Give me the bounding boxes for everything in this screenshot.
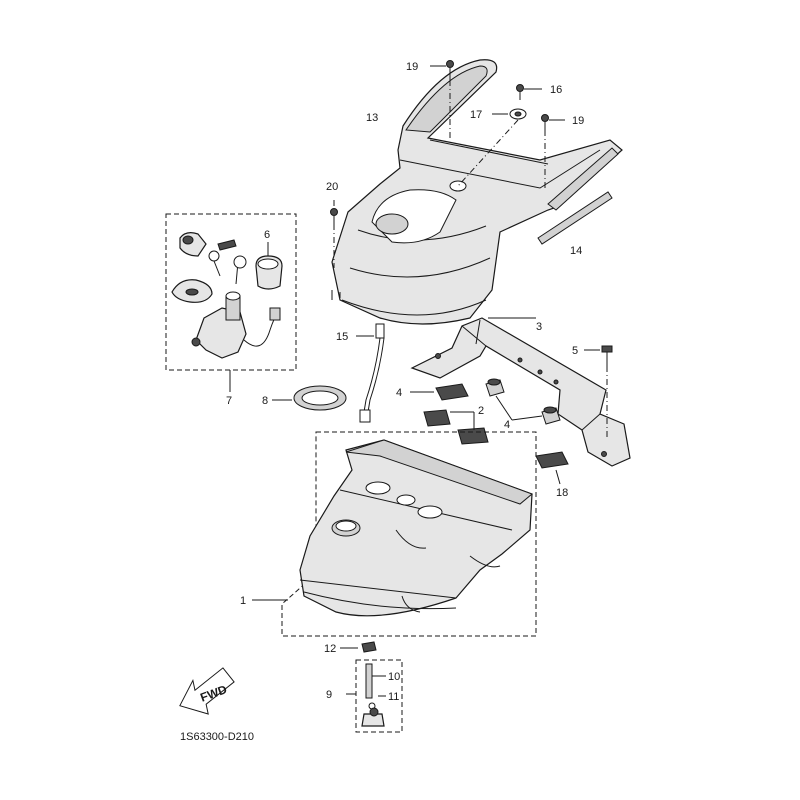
- fwd-arrow-icon: FWD: [179, 667, 235, 715]
- callout-2: 2: [478, 405, 484, 417]
- part-7-lock-set: [165, 213, 297, 392]
- part-9-ring: [272, 385, 347, 411]
- callout-6: 4: [504, 419, 510, 431]
- part-20-bolt: [330, 200, 338, 268]
- part-3-bracket: [410, 317, 631, 467]
- callout-4-bottom: 18: [556, 487, 568, 499]
- callout-7: 7: [226, 395, 232, 407]
- callout-1: 1: [240, 595, 246, 607]
- callout-16: 15: [336, 331, 348, 343]
- callout-9: 8: [262, 395, 268, 407]
- callout-8: 6: [264, 229, 270, 241]
- part-15-bar: [537, 191, 613, 245]
- part-16-hose: [356, 323, 385, 423]
- part-17-bolt: [516, 84, 542, 100]
- part-19-bolt-top: [430, 60, 454, 138]
- callout-19-right: 19: [572, 115, 584, 127]
- callout-4-top: 4: [396, 387, 402, 399]
- callout-3: 3: [536, 321, 542, 333]
- callout-17: 16: [550, 84, 562, 96]
- part-19-bolt-right: [541, 114, 565, 190]
- callout-14: 13: [366, 112, 378, 124]
- part-14-cover-frame: [331, 59, 623, 325]
- part-4-damper-bottom: [535, 451, 569, 485]
- part-5-bolt: [584, 345, 613, 440]
- part-13-clamp: [340, 641, 377, 653]
- callout-19-top: 19: [406, 61, 418, 73]
- part-10-fuel-cock-set: [346, 659, 403, 733]
- callout-20: 20: [326, 181, 338, 193]
- callout-15: 14: [570, 245, 582, 257]
- part-6-grommet-pair: [485, 378, 561, 425]
- part-4-damper-top: [410, 383, 469, 401]
- callouts: 19 16 17 13 19 20 14 6 3 15 5 4 7 8 2 4 …: [226, 61, 584, 703]
- callout-12: 11: [388, 691, 399, 703]
- callout-11: 10: [388, 671, 400, 683]
- callout-10: 9: [326, 689, 332, 701]
- callout-5: 5: [572, 345, 578, 357]
- drawing-code: 1S63300-D210: [180, 731, 254, 743]
- part-8-cap: [255, 242, 283, 290]
- part-1-fuel-tank: [252, 431, 537, 637]
- callout-18: 17: [470, 109, 482, 121]
- part-18-washer: [457, 108, 527, 187]
- callout-13: 12: [324, 643, 336, 655]
